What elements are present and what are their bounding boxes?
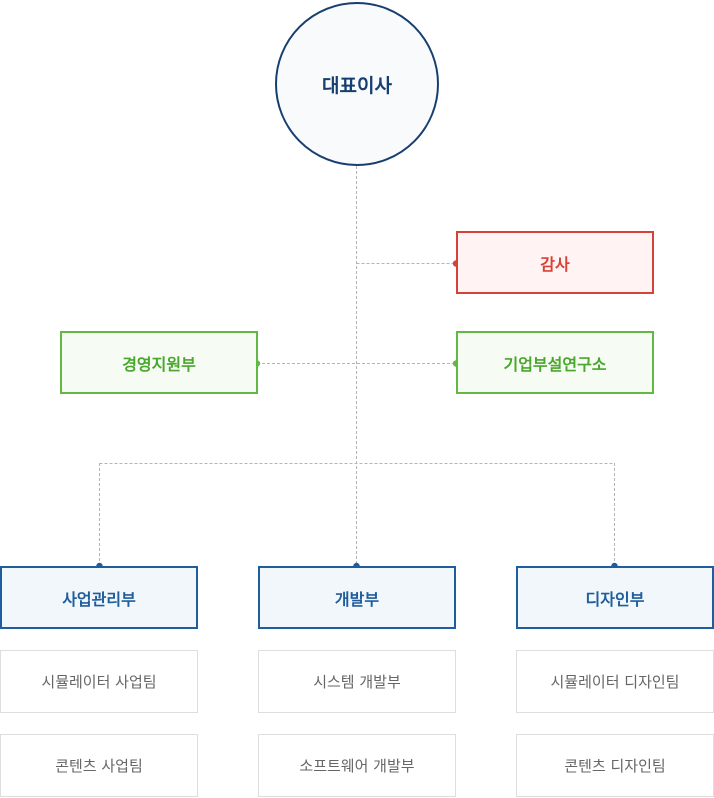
department-label: 디자인부 [585,589,645,609]
team-box: 시스템 개발부 [258,650,456,713]
team-label: 콘텐츠 디자인팀 [564,757,666,775]
team-label: 콘텐츠 사업팀 [55,757,143,775]
team-box: 소프트웨어 개발부 [258,734,456,797]
department-label: 사업관리부 [62,589,136,609]
team-box: 콘텐츠 사업팀 [0,734,198,797]
team-box: 시뮬레이터 사업팀 [0,650,198,713]
team-label: 소프트웨어 개발부 [299,757,415,775]
department-development: 개발부 [258,566,456,629]
team-label: 시뮬레이터 디자인팀 [550,673,680,691]
team-label: 시스템 개발부 [313,673,401,691]
department-design: 디자인부 [516,566,714,629]
department-business-management: 사업관리부 [0,566,198,629]
department-label: 개발부 [334,589,380,609]
team-label: 시뮬레이터 사업팀 [41,673,157,691]
research-lab-node: 기업부설연구소 [456,331,654,394]
ceo-label: 대표이사 [322,74,392,97]
ceo-node: 대표이사 [275,2,439,166]
management-support-label: 경영지원부 [122,354,196,374]
management-support-node: 경영지원부 [60,331,258,394]
team-box: 콘텐츠 디자인팀 [516,734,714,797]
team-box: 시뮬레이터 디자인팀 [516,650,714,713]
audit-node: 감사 [456,231,654,294]
audit-label: 감사 [540,254,570,274]
research-lab-label: 기업부설연구소 [503,354,607,374]
